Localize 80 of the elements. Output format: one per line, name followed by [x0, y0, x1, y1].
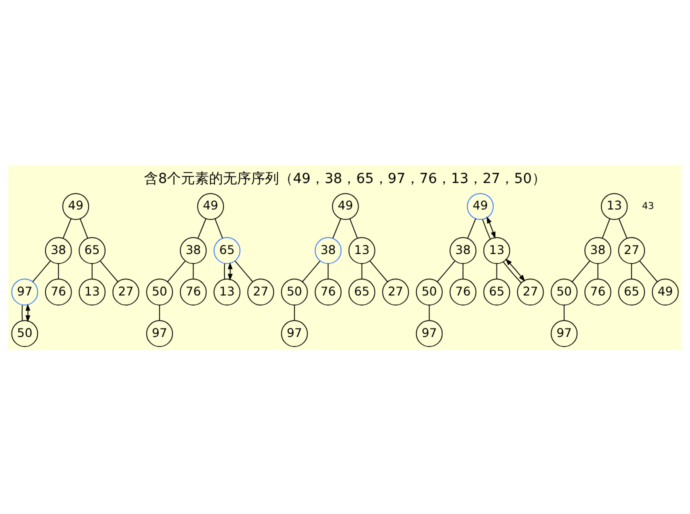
node-circle: 49	[197, 192, 224, 220]
arrow	[26, 303, 30, 322]
connector	[92, 262, 93, 279]
node-circle: 27	[382, 278, 409, 305]
node-circle: 27	[112, 278, 140, 305]
connector	[22, 304, 23, 321]
node-circle: 27	[517, 278, 544, 305]
connector	[192, 262, 194, 279]
node-circle: 65	[78, 236, 106, 264]
node-circle: 65	[618, 278, 645, 305]
node-circle: 13	[600, 192, 628, 220]
connector	[572, 260, 590, 282]
diagram-title: 含8个元素的无序序列（49，38，65，97，76，13，27，50）	[144, 170, 546, 186]
connector	[294, 304, 295, 320]
node-circle: 38	[450, 236, 476, 264]
node-circle: 76	[180, 278, 207, 305]
connector	[496, 262, 498, 279]
node-circle: 76	[450, 278, 476, 305]
node-circle: 49	[62, 192, 90, 220]
connector	[370, 260, 388, 282]
node-circle: 38	[584, 236, 612, 264]
node-circle: 38	[180, 236, 207, 264]
connector	[224, 262, 226, 280]
connector	[198, 218, 206, 238]
node-circle: 97	[11, 278, 38, 305]
node-circle: 76	[314, 278, 342, 305]
connector	[428, 304, 430, 320]
connector	[502, 260, 522, 283]
node-circle: 76	[584, 278, 612, 305]
node-circle: 50	[11, 320, 38, 346]
node-circle: 13	[348, 236, 376, 264]
connector	[62, 218, 72, 238]
connector	[332, 218, 342, 238]
connector	[597, 262, 598, 279]
arrow	[486, 216, 496, 238]
connector	[80, 218, 88, 238]
connector	[602, 218, 610, 238]
node-circle: 13	[483, 236, 510, 264]
node-circle: 27	[618, 236, 645, 264]
connector	[100, 260, 118, 282]
node-circle: 65	[348, 278, 376, 305]
node-circle: 97	[146, 320, 173, 346]
node-circle: 50	[281, 278, 308, 305]
connector	[564, 304, 565, 320]
connector	[58, 262, 59, 279]
node-circle: 50	[416, 278, 443, 305]
node-circle: 49	[332, 192, 359, 220]
connector	[618, 218, 628, 238]
node-circle: 97	[550, 320, 578, 346]
connector	[32, 260, 51, 282]
connector	[159, 304, 160, 320]
connector	[361, 262, 362, 279]
connector	[214, 218, 224, 238]
connector	[467, 218, 476, 238]
node-circle: 27	[247, 278, 274, 305]
node-circle: 50	[550, 278, 578, 305]
connector	[167, 260, 186, 282]
node-circle: 65	[483, 278, 510, 305]
label: 43	[642, 200, 654, 212]
connector	[328, 262, 329, 279]
node-circle: 50	[146, 278, 173, 305]
node-circle: 49	[652, 278, 679, 305]
node-circle: 97	[416, 320, 443, 346]
connector	[482, 218, 491, 240]
connector	[462, 262, 464, 279]
node-circle: 13	[78, 278, 106, 305]
node-circle: 13	[214, 278, 240, 305]
connector	[234, 260, 254, 282]
node-circle: 49	[466, 192, 494, 220]
connector	[349, 218, 358, 238]
node-circle: 38	[314, 236, 342, 264]
node-circle: 97	[281, 320, 308, 346]
connector	[302, 260, 320, 282]
connector	[639, 260, 658, 282]
node-circle: 38	[45, 236, 72, 264]
arrow	[505, 258, 526, 282]
node-circle: 65	[214, 236, 240, 264]
connector	[631, 262, 632, 279]
node-circle: 76	[45, 278, 72, 305]
connector	[436, 260, 456, 282]
